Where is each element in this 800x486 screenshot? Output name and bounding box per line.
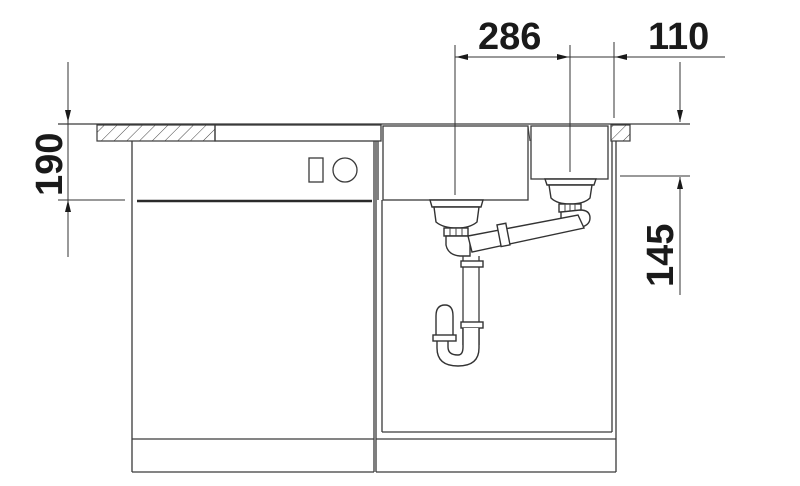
dimension-label-110: 110	[648, 16, 709, 58]
sink-base-cabinet	[375, 141, 617, 473]
dishwasher	[131, 141, 379, 473]
countertop	[58, 123, 690, 142]
dimension-286: 286	[454, 16, 571, 195]
p-trap-siphon	[432, 256, 484, 367]
main-bowl	[382, 125, 531, 201]
main-drain-strainer	[429, 199, 484, 257]
dimension-110: 110	[570, 16, 725, 118]
countertop-section-hatched-right	[610, 124, 631, 142]
countertop-edge	[214, 124, 382, 142]
countertop-section-hatched-left	[96, 124, 216, 142]
dimension-label-286: 286	[478, 16, 541, 58]
dishwasher-control-knob	[332, 157, 358, 183]
overflow-connecting-pipe	[467, 214, 586, 253]
dimension-145: 145	[620, 62, 690, 295]
dimension-label-190: 190	[29, 133, 71, 196]
dimension-label-145: 145	[640, 224, 682, 287]
dimension-190: 190	[29, 62, 125, 257]
dishwasher-control-button	[308, 157, 324, 183]
